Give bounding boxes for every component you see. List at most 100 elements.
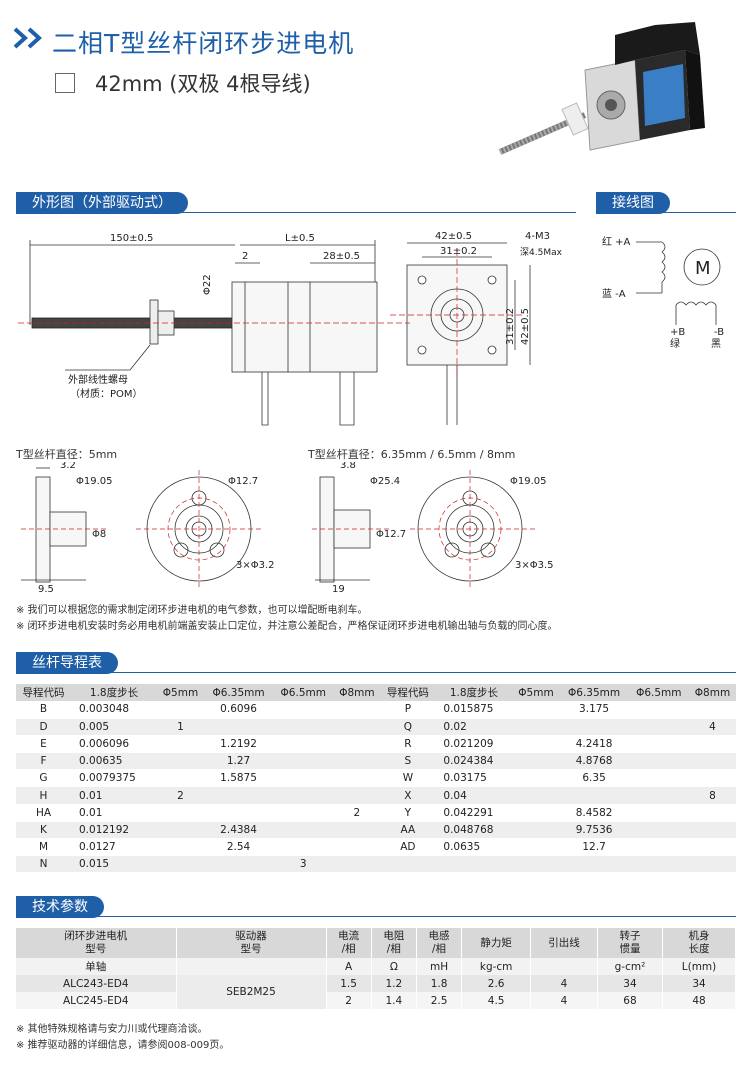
detail-right-holes: 3×Φ3.5	[515, 560, 554, 571]
dim-31-vertical: 31±0.2	[505, 308, 516, 345]
table-cell	[512, 735, 560, 754]
col-header: Φ8mm	[333, 684, 381, 701]
table-cell: 2.4384	[203, 821, 274, 840]
col-header: Φ6.35mm	[559, 684, 629, 701]
unit-cell	[176, 958, 327, 975]
table-cell: 1.5875	[203, 769, 274, 788]
col-header: 机身长度	[662, 928, 736, 958]
table-cell: 4.2418	[559, 735, 629, 754]
wire-neg-b: -B	[714, 327, 724, 338]
table-cell: 68	[597, 992, 664, 1009]
wire-neg-b-color: 黑	[711, 338, 721, 350]
col-header-line: /相	[432, 943, 447, 955]
table-cell: 1.2192	[203, 735, 274, 754]
table-cell: 1.4	[371, 992, 417, 1009]
page-title: 二相T型丝杆闭环步进电机	[52, 29, 355, 58]
table-cell: 0.048768	[435, 821, 513, 840]
table-cell: 0.01	[71, 804, 157, 822]
table-cell: Q	[380, 718, 436, 736]
table-cell: 2.54	[203, 838, 274, 857]
table-cell: N	[16, 855, 71, 874]
dim-31: 31±0.2	[440, 246, 477, 257]
col-header: 1.8度步长	[435, 684, 513, 701]
col-header: Φ5mm	[512, 684, 560, 701]
table-cell: 0.00635	[71, 752, 157, 771]
table-cell: SEB2M25	[176, 975, 327, 1009]
note-item: ※ 我们可以根据您的需求制定闭环步进电机的电气参数，也可以增配断电刹车。	[16, 605, 368, 616]
table-cell	[512, 821, 560, 840]
table-cell: 2	[156, 786, 204, 805]
table-cell: 34	[662, 975, 736, 992]
table-cell	[628, 718, 689, 736]
table-cell: S	[380, 752, 436, 771]
table-cell: 6.35	[559, 769, 629, 788]
table-cell	[333, 752, 381, 771]
col-header: Φ8mm	[688, 684, 736, 701]
table-cell: 1	[156, 718, 204, 736]
note-item: ※ 其他特殊规格请与安力川或代理商洽谈。	[16, 1024, 208, 1035]
table-cell: ALC245-ED4	[16, 992, 177, 1009]
table-cell: 0.006096	[71, 735, 157, 754]
detail-right-outer-dia: Φ25.4	[370, 476, 400, 487]
col-header-line: 引出线	[548, 936, 580, 949]
detail-left-length: 9.5	[38, 584, 54, 592]
table-cell: 0.042291	[435, 804, 513, 822]
table-cell	[512, 855, 560, 874]
table-cell	[156, 752, 204, 771]
dim-depth: 深4.5Max	[520, 247, 563, 258]
table-cell: 8	[688, 786, 736, 805]
table-cell: 1.8	[416, 975, 463, 992]
table-cell: 2.6	[461, 975, 532, 992]
table-cell: 0.03175	[435, 769, 513, 788]
table-cell	[628, 752, 689, 771]
table-cell	[628, 786, 689, 805]
table-cell: 1.2	[371, 975, 417, 992]
table-cell	[156, 838, 204, 857]
table-cell: 0.015	[71, 855, 157, 874]
col-header: 电流/相	[326, 928, 372, 958]
table-cell: 2	[333, 804, 381, 822]
table-cell: E	[16, 735, 71, 754]
col-header-line: 型号	[240, 943, 262, 955]
lead-table: 导程代码 1.8度步长 Φ5mm Φ6.35mm Φ6.5mm Φ8mm 导程代…	[16, 684, 736, 874]
col-header: Φ6.5mm	[273, 684, 334, 701]
table-cell	[559, 855, 629, 874]
detail-drawing-right: 3.8 Φ25.4 Φ19.05 Φ12.7 3×Φ3.5 19	[312, 462, 554, 592]
col-header: 驱动器型号	[176, 928, 327, 958]
subtitle: 42mm (双极 4根导线)	[95, 72, 311, 96]
table-cell: 0.02	[435, 718, 513, 736]
col-header: 1.8度步长	[71, 684, 157, 701]
col-header-line: 长度	[688, 943, 710, 955]
detail-drawing-left: 3.2 Φ19.05 Φ12.7 Φ8 3×Φ3.2 9.5	[21, 462, 275, 592]
col-header-line: 电感	[428, 930, 450, 942]
table-cell: 0.01	[71, 786, 157, 805]
table-cell: 8.4582	[559, 804, 629, 822]
table-cell: 4.5	[461, 992, 532, 1009]
table-cell: P	[380, 701, 436, 719]
table-cell	[628, 821, 689, 840]
dim-28: 28±0.5	[323, 251, 360, 262]
detail-right-bore: Φ12.7	[376, 529, 406, 540]
table-cell	[628, 804, 689, 822]
dim-4m3: 4-M3	[525, 231, 550, 242]
table-cell	[333, 786, 381, 805]
table-cell	[628, 769, 689, 788]
unit-cell: g-cm²	[597, 958, 664, 975]
lead-table-header: 导程代码 1.8度步长 Φ5mm Φ6.35mm Φ6.5mm Φ8mm 导程代…	[16, 684, 736, 701]
table-cell	[628, 735, 689, 754]
table-cell: Y	[380, 804, 436, 822]
table-cell: X	[380, 786, 436, 805]
table-cell	[273, 838, 334, 857]
table-cell: 1.5	[326, 975, 372, 992]
table-cell	[688, 735, 736, 754]
table-cell: AA	[380, 821, 436, 840]
table-cell	[273, 821, 334, 840]
table-cell: M	[16, 838, 71, 857]
detail-left-thickness: 3.2	[60, 462, 76, 471]
